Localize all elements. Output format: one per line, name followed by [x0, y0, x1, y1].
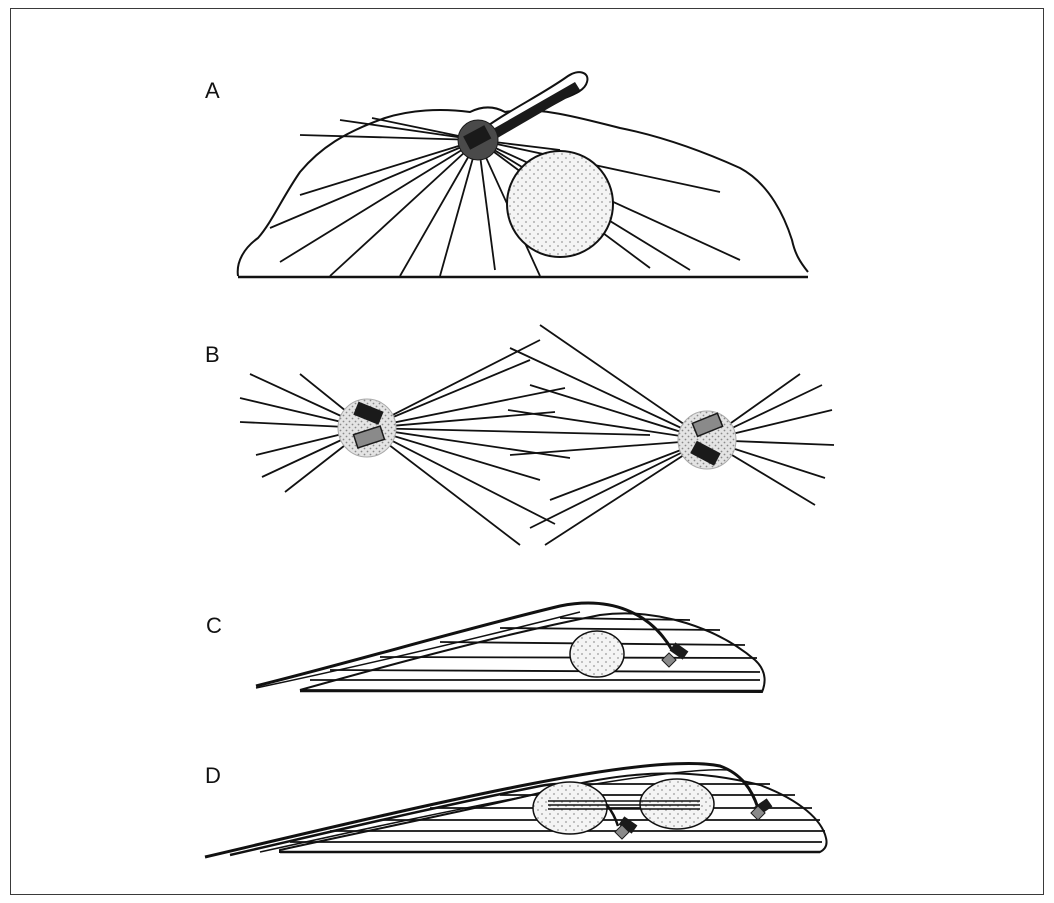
- panel-c-leading-process-thin: [256, 612, 580, 688]
- panel-d-cell: [205, 763, 827, 857]
- panel-b-centrosome-right: [678, 411, 736, 469]
- panel-a-cilium-inner: [486, 82, 580, 140]
- panel-b-centrosome-left: [338, 399, 396, 457]
- panel-c-centriole-grey: [662, 653, 676, 667]
- panel-c-microtubules: [310, 618, 760, 680]
- panel-label-c: C: [206, 613, 222, 639]
- panel-label-d: D: [205, 763, 221, 789]
- panel-c-nucleus: [570, 631, 624, 677]
- panel-b-spindle-fibers: [367, 325, 707, 545]
- panel-a-nucleus: [507, 151, 613, 257]
- panel-label-b: B: [205, 342, 220, 368]
- panel-label-a: A: [205, 78, 220, 104]
- panel-c-cell: [256, 603, 765, 692]
- panel-d-nucleus-right: [640, 779, 714, 829]
- panel-d-nucleus-left: [533, 782, 607, 834]
